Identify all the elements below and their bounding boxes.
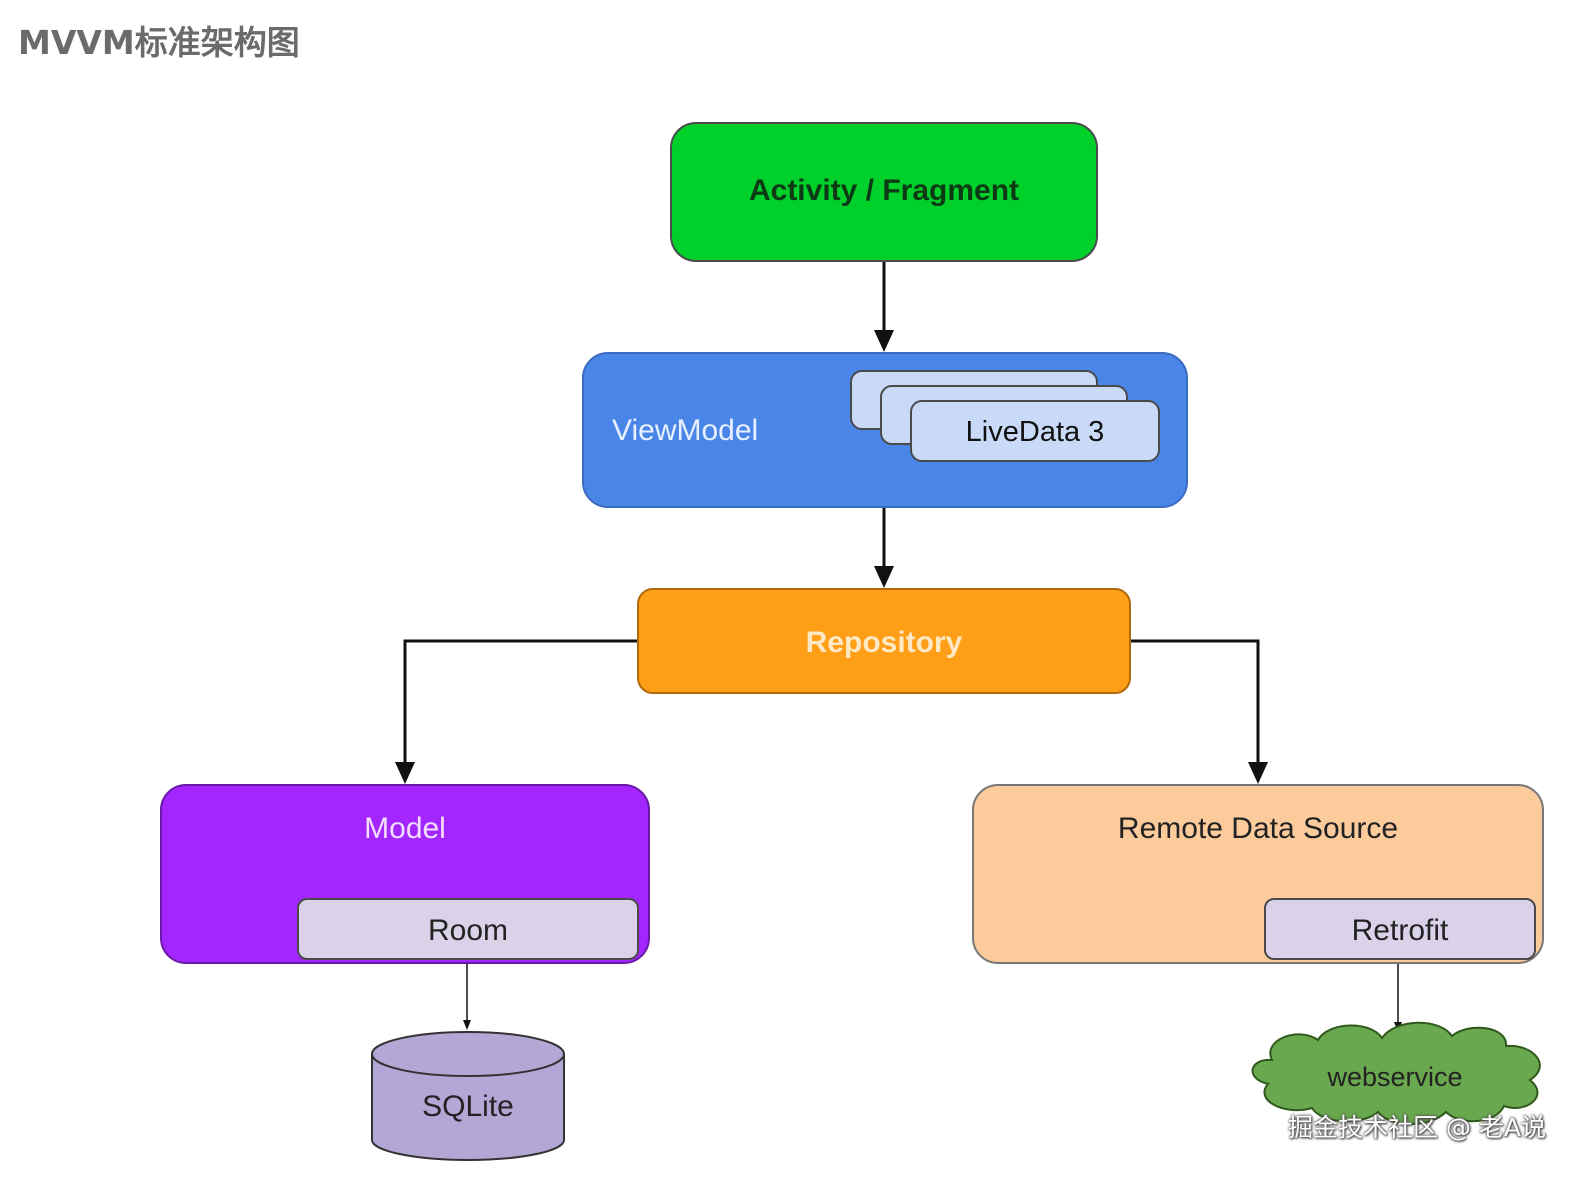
room-node: Room bbox=[297, 898, 639, 960]
sqlite-label: SQLite bbox=[422, 1090, 514, 1123]
model-node: Model Room bbox=[160, 784, 650, 964]
sqlite-cylinder bbox=[371, 1031, 565, 1161]
repository-node: Repository bbox=[637, 588, 1131, 694]
remote-data-source-label: Remote Data Source bbox=[1117, 812, 1399, 845]
activity-fragment-node: Activity / Fragment bbox=[670, 122, 1098, 262]
livedata-label: LiveData 3 bbox=[965, 416, 1105, 448]
remote-data-source-node: Remote Data Source Retrofit bbox=[972, 784, 1544, 964]
retrofit-label: Retrofit bbox=[1351, 914, 1449, 947]
model-label: Model bbox=[364, 812, 446, 845]
arrow-repository-to-model bbox=[403, 639, 637, 766]
viewmodel-label: ViewModel bbox=[612, 414, 759, 447]
retrofit-node: Retrofit bbox=[1264, 898, 1536, 960]
viewmodel-node: ViewModel LiveData 3 bbox=[582, 352, 1188, 508]
livedata-card-front: LiveData 3 bbox=[910, 400, 1160, 462]
page-title: MVVM标准架构图 bbox=[18, 23, 300, 62]
repository-label: Repository bbox=[805, 626, 963, 659]
activity-fragment-label: Activity / Fragment bbox=[748, 174, 1020, 207]
webservice-cloud bbox=[1251, 1021, 1541, 1125]
arrow-repository-to-remote bbox=[1131, 639, 1260, 766]
room-label: Room bbox=[427, 914, 509, 947]
watermark: 掘金技术社区 @ 老A说 bbox=[1288, 1113, 1546, 1142]
webservice-label: webservice bbox=[1327, 1062, 1463, 1092]
